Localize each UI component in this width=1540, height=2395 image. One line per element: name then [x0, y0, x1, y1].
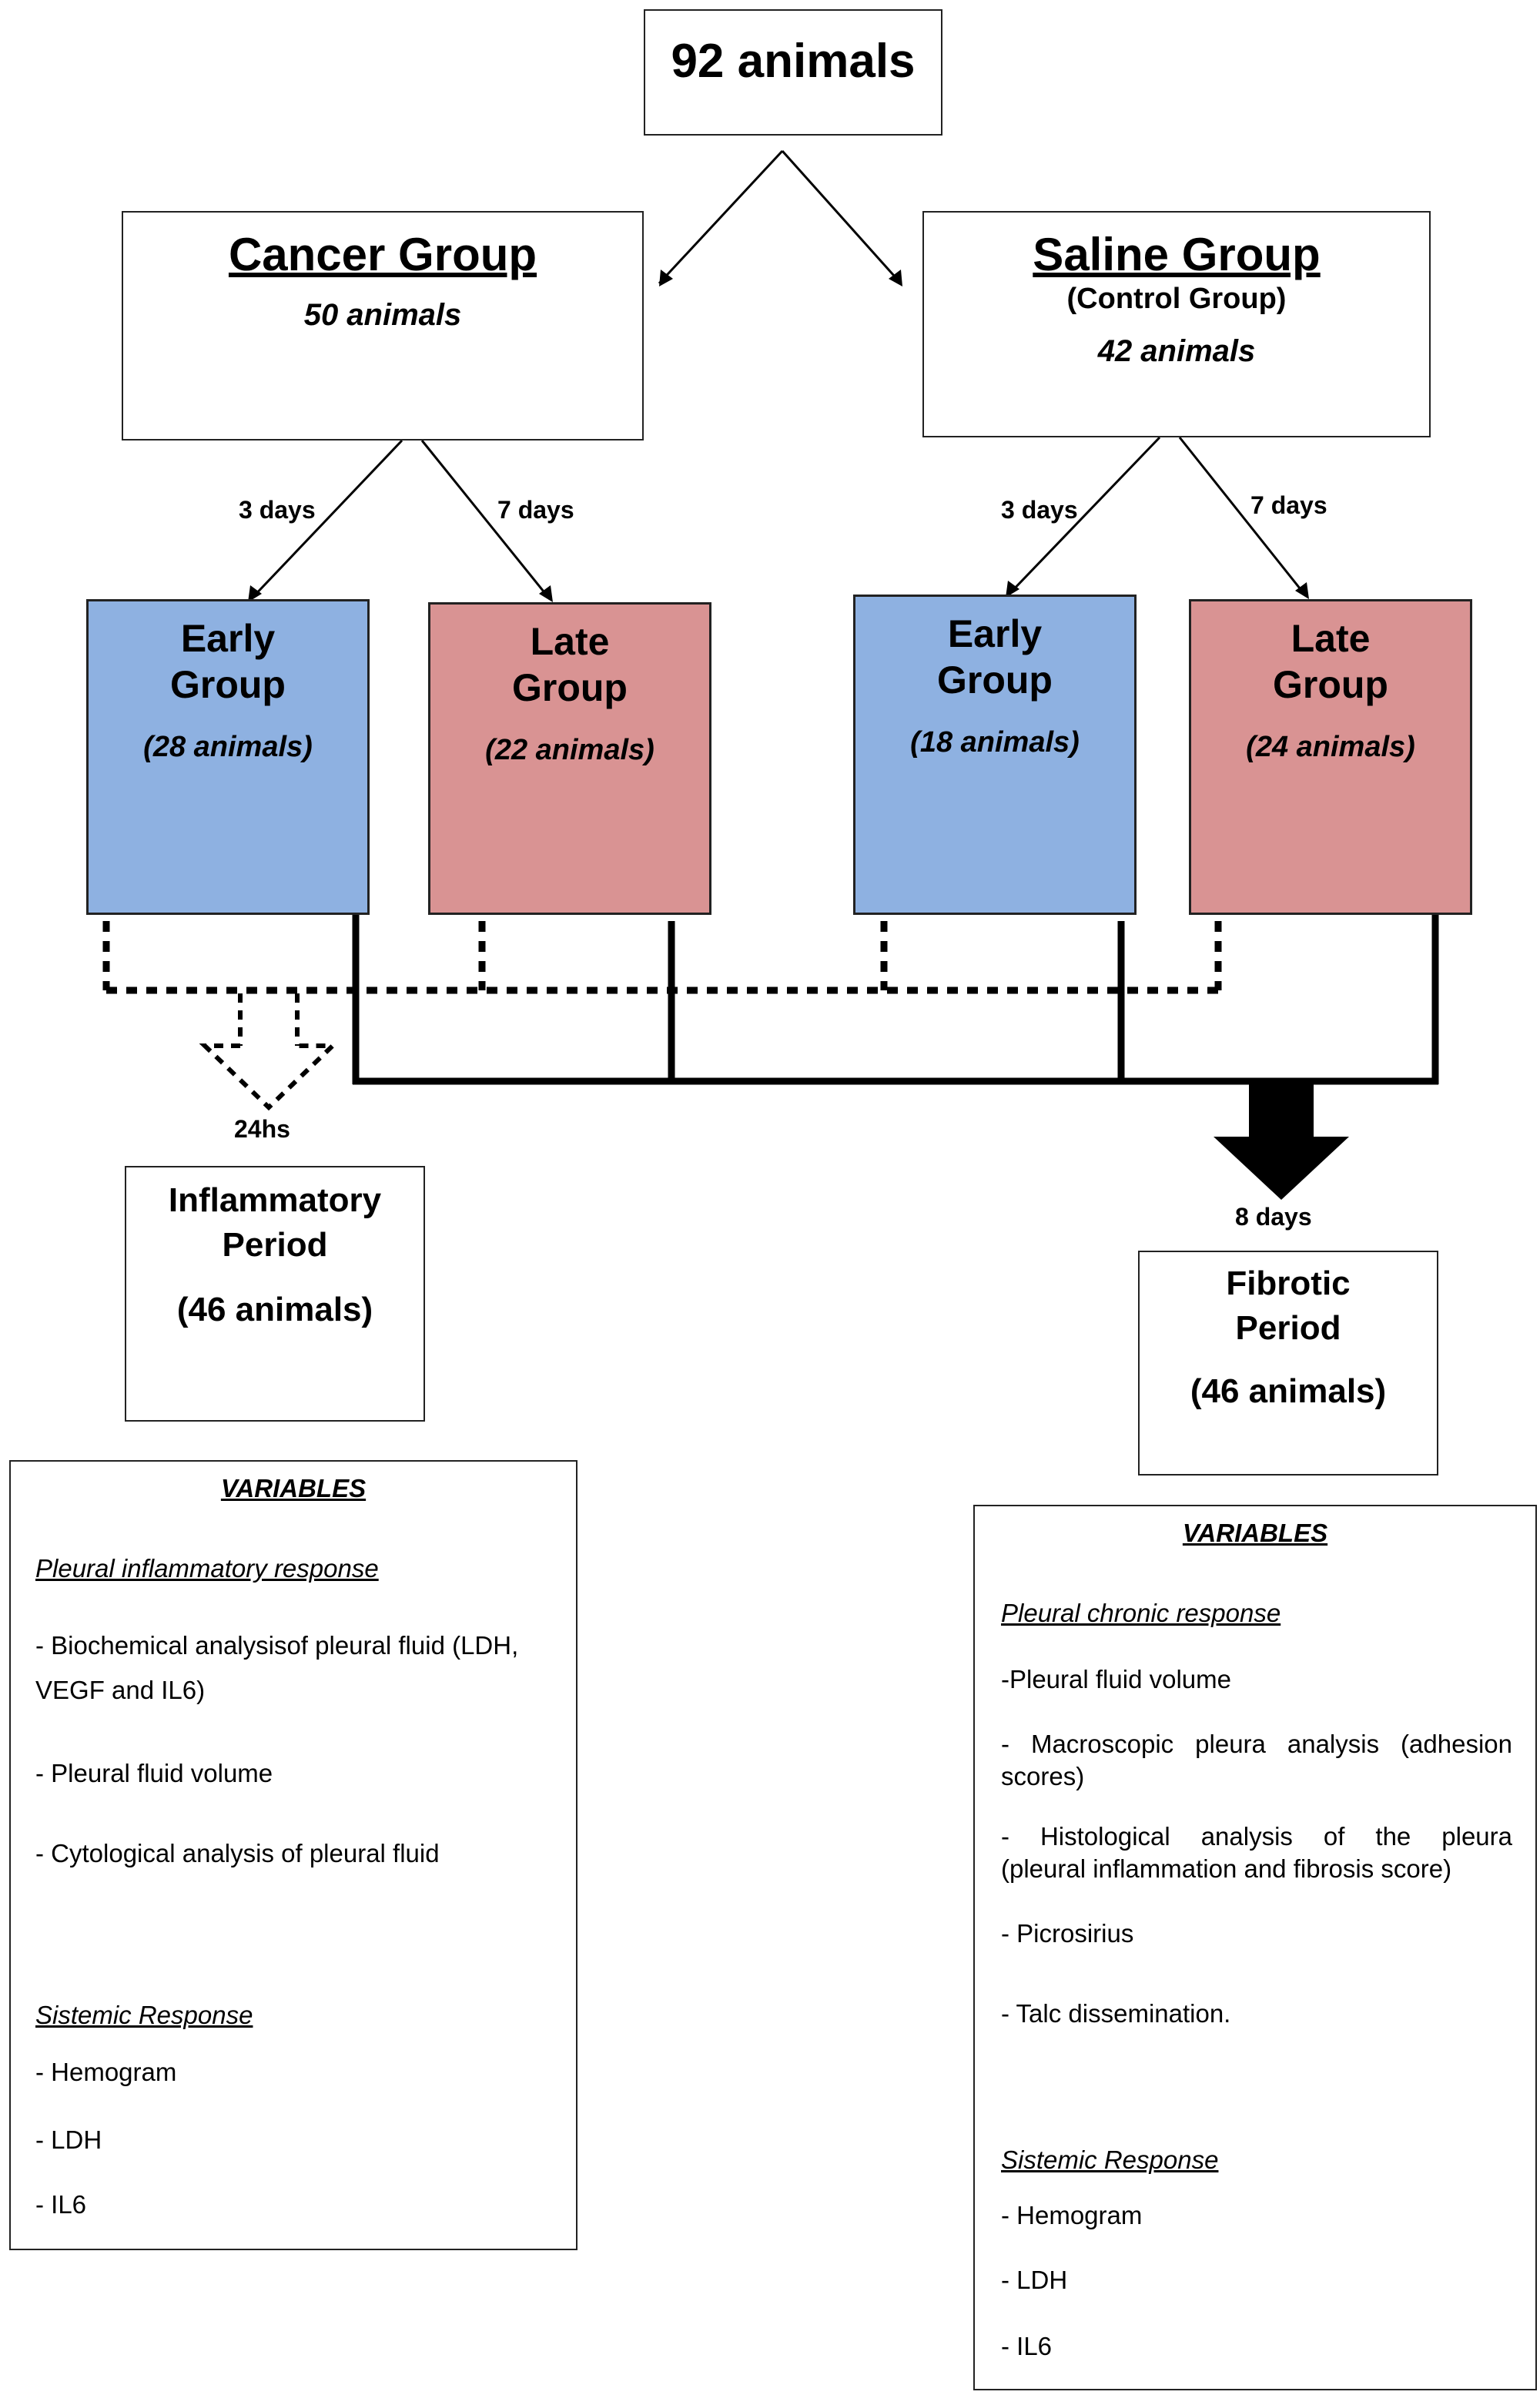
saline-early-title-line2: Group [937, 658, 1053, 702]
cancer-early-title-line1: Early [180, 617, 276, 660]
inflammatory-count: (46 animals) [176, 1291, 373, 1328]
cancer-late-duration: 7 days [497, 496, 574, 524]
right-item4: - Picrosirius [1001, 1919, 1134, 1948]
fibrotic-arrow [1214, 1084, 1349, 1200]
right-section1-title: Pleural chronic response [1001, 1599, 1281, 1627]
right-sys-item3: - IL6 [1001, 2332, 1053, 2360]
right-item2-line2: scores) [1001, 1762, 1085, 1790]
left-sys-item3: - IL6 [35, 2190, 87, 2219]
right-item2-line1: - Macroscopic pleura analysis (adhesion [1001, 1730, 1512, 1758]
left-section2-title: Sistemic Response [35, 2001, 253, 2029]
cancer-early-title-line2: Group [170, 663, 286, 706]
saline-group-subtitle: (Control Group) [1066, 283, 1287, 315]
arrow-saline-early [1007, 436, 1161, 596]
left-variables-heading: VARIABLES [220, 1474, 367, 1502]
inflammatory-time-label: 24hs [234, 1115, 290, 1143]
cancer-late-title-line2: Group [512, 666, 628, 709]
right-item5: - Talc dissemination. [1001, 1999, 1231, 2028]
left-item3: - Cytological analysis of pleural fluid [35, 1839, 440, 1867]
saline-group-count: 42 animals [1097, 334, 1256, 368]
total-animals-box: 92 animals [644, 9, 942, 136]
saline-early-group-box: Early Group (18 animals) [853, 595, 1137, 915]
inflammatory-arrow [199, 993, 339, 1111]
left-sys-item1: - Hemogram [35, 2058, 177, 2086]
cancer-early-count: (28 animals) [143, 731, 313, 763]
cancer-late-count: (22 animals) [485, 734, 654, 766]
inflammatory-title-line1: Inflammatory [168, 1181, 382, 1219]
saline-late-group-box: Late Group (24 animals) [1189, 599, 1472, 915]
left-item1-line2: VEGF and IL6) [35, 1676, 206, 1704]
cancer-group-title: Cancer Group [228, 229, 537, 280]
saline-late-title-line1: Late [1291, 617, 1371, 660]
inflammatory-period-box: Inflammatory Period (46 animals) [125, 1166, 425, 1422]
cancer-late-title-line1: Late [530, 620, 610, 663]
inflammatory-dotted-lines [102, 921, 1222, 994]
total-animals-label: 92 animals [671, 35, 916, 88]
saline-early-duration: 3 days [1001, 496, 1078, 524]
fibrotic-time-label: 8 days [1235, 1203, 1312, 1231]
right-sys-item2: - LDH [1001, 2266, 1068, 2294]
fibrotic-title-line2: Period [1235, 1309, 1341, 1347]
fibrotic-title-line1: Fibrotic [1226, 1264, 1351, 1302]
cancer-early-duration: 3 days [239, 496, 316, 524]
arrow-to-cancer [658, 149, 784, 285]
saline-late-title-line2: Group [1273, 663, 1388, 706]
left-variables-box: VARIABLES Pleural inflammatory response … [9, 1460, 578, 2250]
right-section2-title: Sistemic Response [1001, 2145, 1219, 2174]
fibrotic-solid-lines [352, 906, 1439, 1085]
arrow-saline-late [1178, 437, 1307, 597]
right-item1: -Pleural fluid volume [1001, 1665, 1231, 1693]
left-item2: - Pleural fluid volume [35, 1759, 273, 1787]
arrow-cancer-early [249, 439, 403, 601]
arrow-to-saline [781, 149, 902, 285]
right-variables-box: VARIABLES Pleural chronic response -Pleu… [973, 1505, 1537, 2390]
arrow-cancer-late [420, 440, 551, 600]
right-item3-line1: - Histological analysis of the pleura [1001, 1822, 1512, 1851]
right-item3-line2: (pleural inflammation and fibrosis score… [1001, 1854, 1452, 1883]
cancer-group-box: Cancer Group 50 animals [122, 211, 644, 440]
cancer-late-group-box: Late Group (22 animals) [428, 602, 711, 915]
cancer-group-count: 50 animals [303, 298, 462, 332]
saline-early-count: (18 animals) [910, 726, 1080, 759]
saline-group-box: Saline Group (Control Group) 42 animals [922, 211, 1431, 437]
left-item1-line1: - Biochemical analysisof pleural fluid (… [35, 1631, 519, 1660]
fibrotic-period-box: Fibrotic Period (46 animals) [1138, 1251, 1438, 1476]
cancer-early-group-box: Early Group (28 animals) [86, 599, 370, 915]
right-sys-item1: - Hemogram [1001, 2201, 1143, 2229]
saline-late-count: (24 animals) [1246, 731, 1415, 763]
right-variables-heading: VARIABLES [1182, 1519, 1328, 1547]
left-sys-item2: - LDH [35, 2125, 102, 2154]
inflammatory-title-line2: Period [222, 1226, 328, 1264]
saline-late-duration: 7 days [1250, 491, 1327, 519]
left-section1-title: Pleural inflammatory response [35, 1554, 379, 1583]
saline-early-title-line1: Early [947, 612, 1043, 655]
saline-group-title: Saline Group [1033, 229, 1321, 280]
fibrotic-count: (46 animals) [1190, 1372, 1387, 1410]
